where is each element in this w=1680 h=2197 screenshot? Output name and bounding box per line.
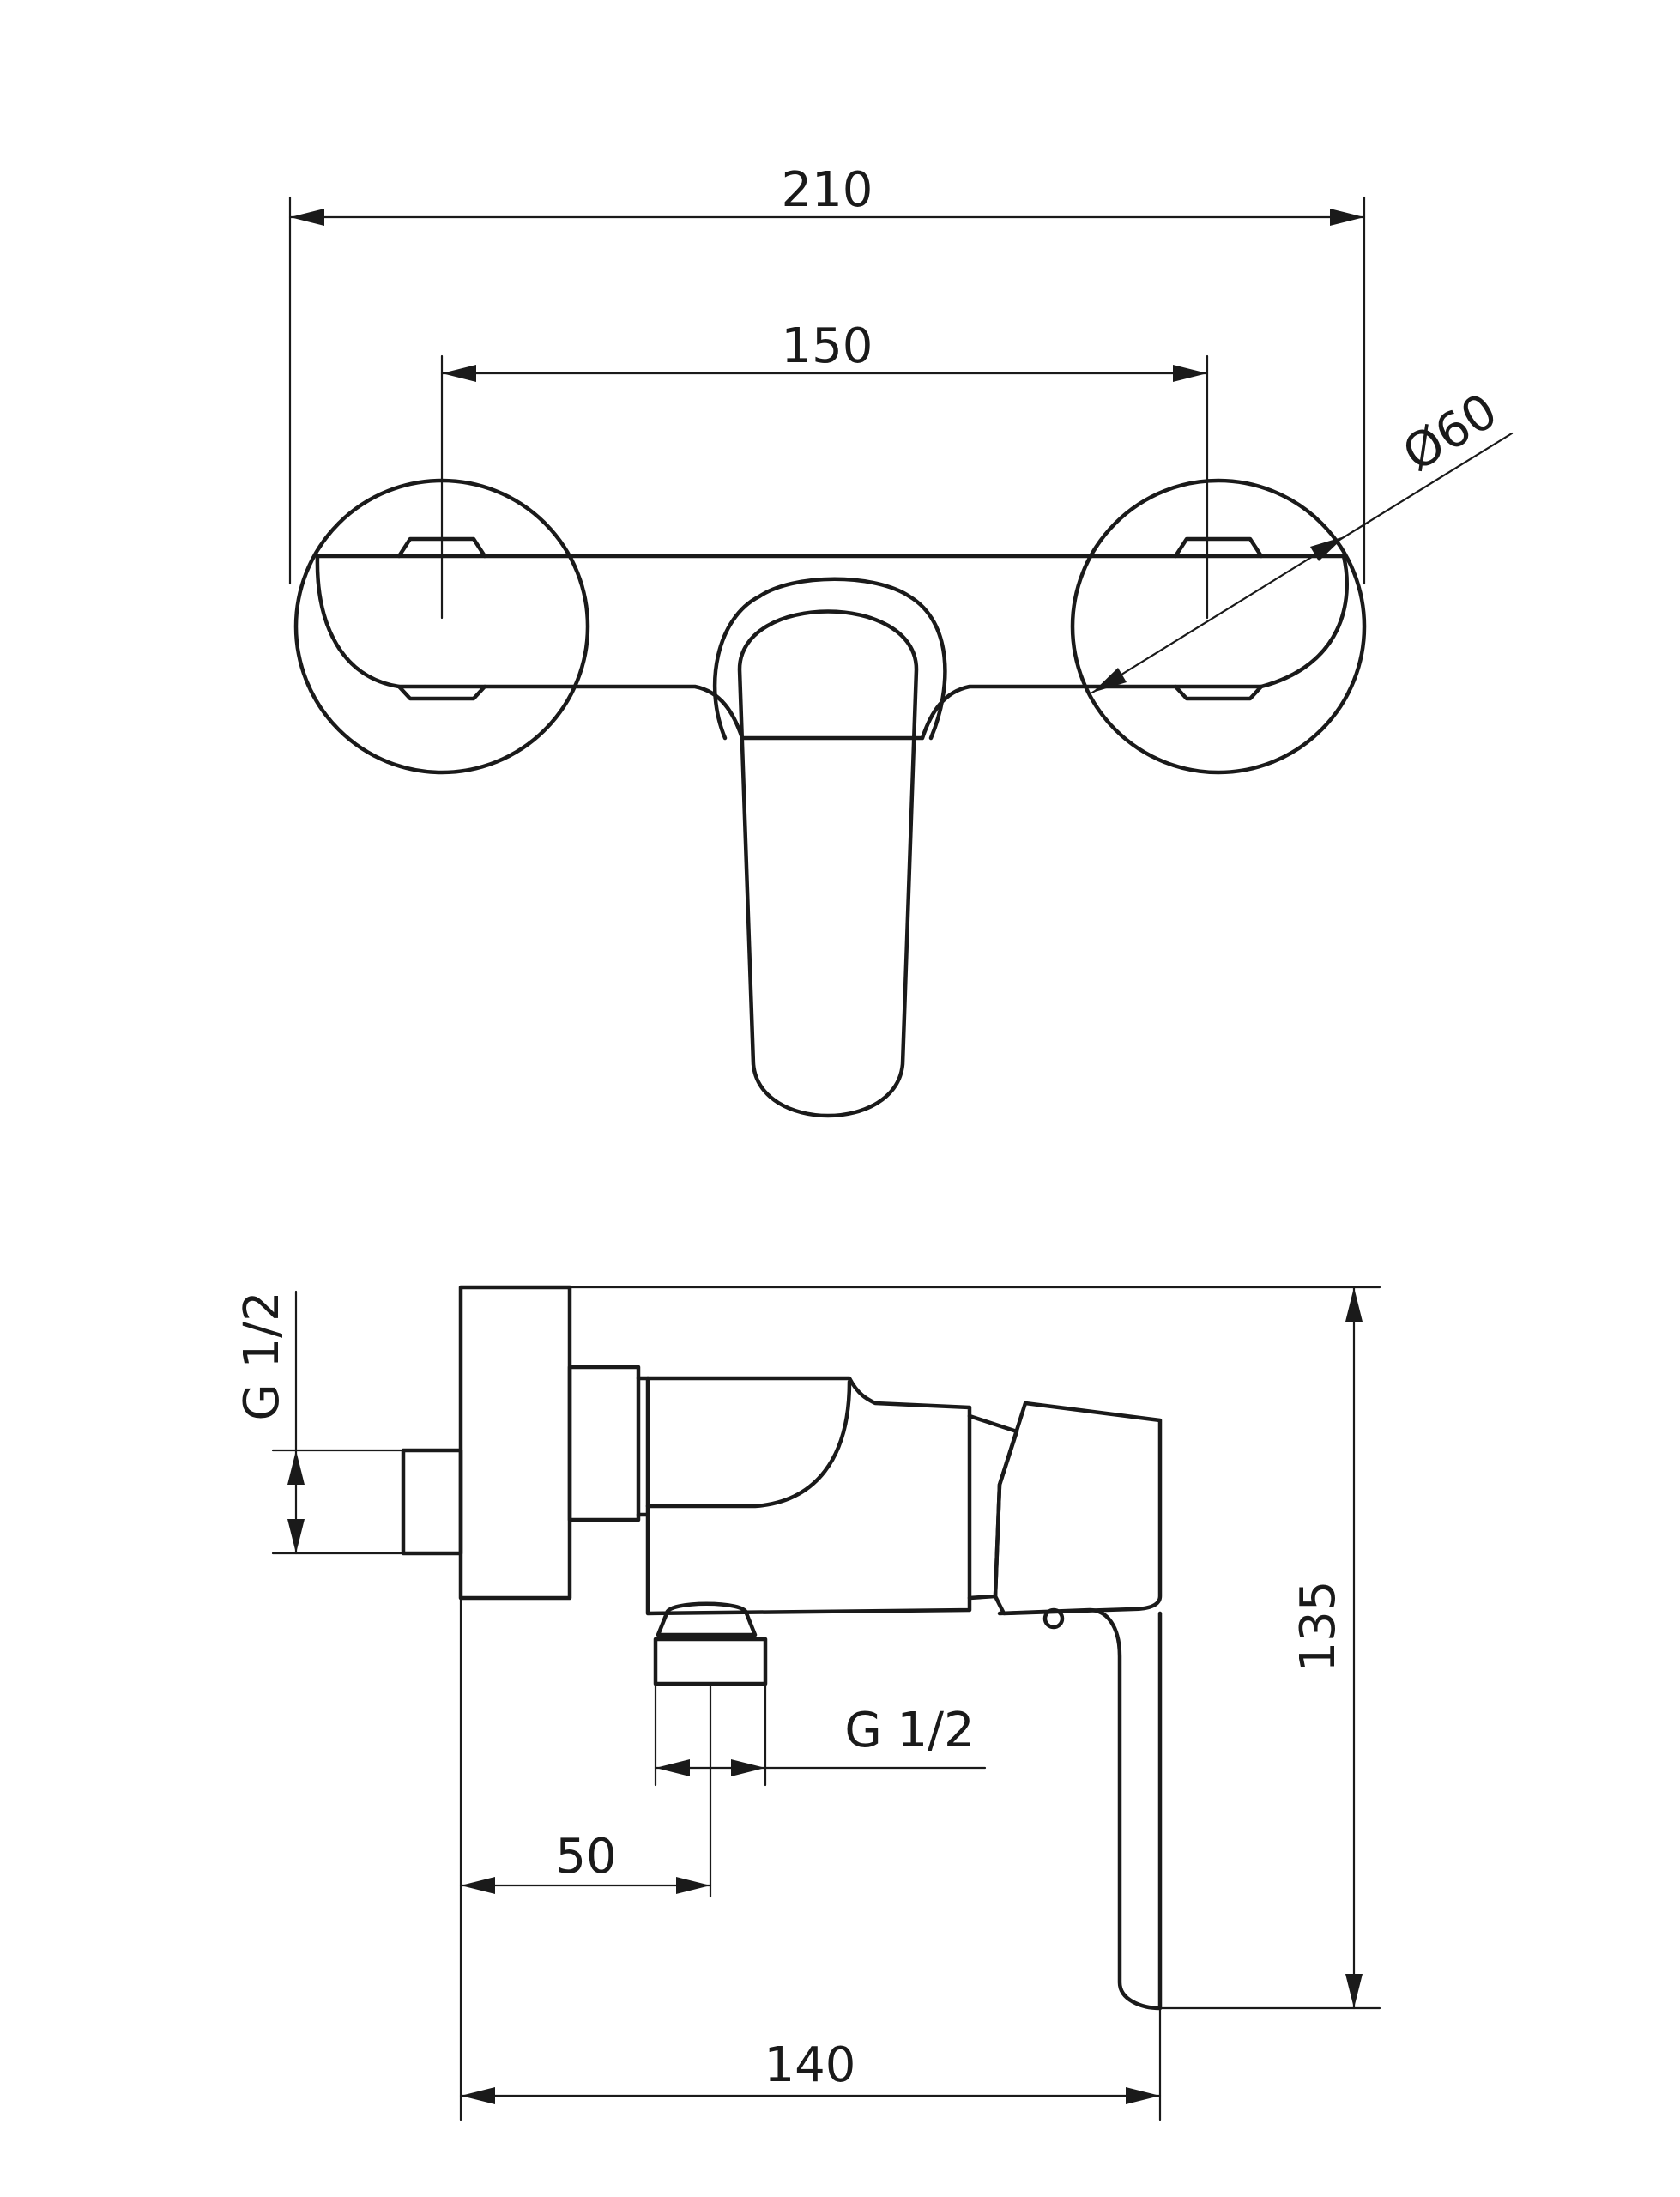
dim-arrow-150-left (442, 365, 476, 382)
dim-arrow-135-top (1345, 1287, 1363, 1322)
dim-arrow-140-left (461, 2087, 495, 2104)
dim-label-150: 150 (782, 318, 873, 374)
dim-label-dia60: Ø60 (1393, 383, 1507, 482)
dim-line-dia60 (1091, 432, 1514, 694)
handle-collar-top (712, 577, 947, 741)
dim-arrow-outlet-right (731, 1759, 765, 1776)
side-view: G 1/2 G 1/2 50 140 135 (234, 1285, 1381, 2121)
mixer-body-side (645, 1376, 972, 1616)
right-lower-nut (1173, 684, 1264, 701)
dim-arrow-inlet-bottom (287, 1519, 305, 1553)
dim-label-210: 210 (782, 162, 873, 218)
outlet-fitting-side (653, 1637, 768, 1686)
handle-pivot-side (967, 1413, 1019, 1601)
dim-label-140: 140 (764, 2037, 856, 2093)
dim-label-50: 50 (555, 1829, 616, 1885)
dim-arrow-210-left (290, 209, 324, 226)
body-inner-curve (645, 1379, 852, 1509)
left-lower-nut (396, 684, 487, 701)
dim-arrow-dia60-lower (1092, 668, 1127, 693)
dim-arrow-dia60-upper (1310, 536, 1345, 561)
mixer-body-top (315, 554, 1349, 741)
dim-label-outlet-thread: G 1/2 (844, 1703, 974, 1758)
dim-label-inlet-thread: G 1/2 (234, 1291, 290, 1420)
lever-blade-side (997, 1607, 1163, 2011)
right-wall-flange (1070, 478, 1367, 775)
inlet-stub-side (401, 1448, 463, 1556)
dim-arrow-50-right (676, 1877, 710, 1894)
lever-handle-top (737, 609, 919, 1118)
dim-arrow-inlet-top (287, 1450, 305, 1485)
outlet-neck-side (656, 1601, 758, 1637)
dim-arrow-150-right (1173, 365, 1207, 382)
lever-handle-side (993, 1401, 1163, 1616)
dim-arrow-140-right (1126, 2087, 1160, 2104)
wall-flange-side (458, 1285, 572, 1601)
top-view: 210 150 Ø60 (288, 162, 1514, 1118)
right-upper-nut (1173, 536, 1264, 559)
dim-arrow-outlet-left (656, 1759, 690, 1776)
dim-arrow-50-left (461, 1877, 495, 1894)
dim-arrow-210-right (1330, 209, 1364, 226)
dim-arrow-135-bottom (1345, 1974, 1363, 2008)
connection-nut-side (567, 1365, 641, 1522)
dim-label-135: 135 (1290, 1581, 1346, 1673)
lever-pin (1042, 1607, 1065, 1630)
